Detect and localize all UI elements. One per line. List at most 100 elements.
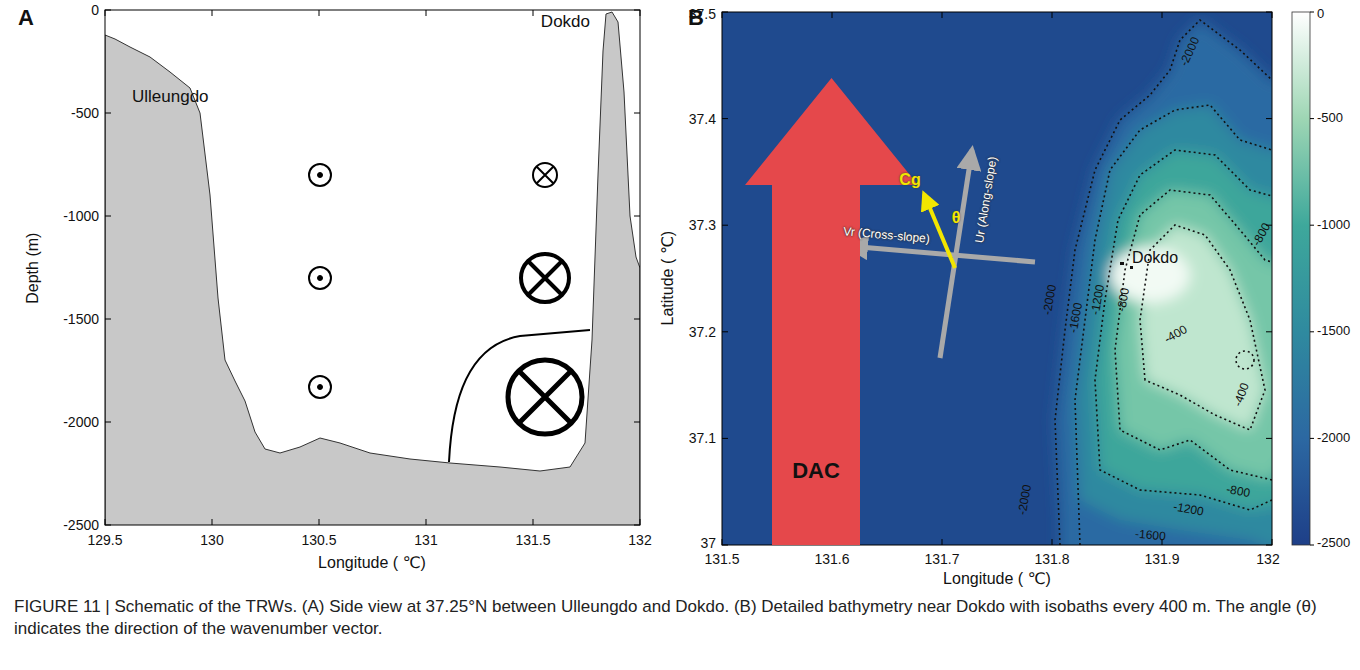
tick-label: 131.5 bbox=[704, 551, 739, 567]
island-name: Dokdo bbox=[541, 12, 590, 32]
colorbar-tick: -2000 bbox=[1317, 431, 1350, 446]
tick-label: 129.5 bbox=[87, 532, 122, 548]
tick bbox=[722, 225, 728, 226]
axis-title: Longitude ( ℃) bbox=[318, 554, 426, 572]
tick bbox=[1162, 12, 1163, 18]
tick bbox=[1266, 12, 1272, 13]
tick-label: -2000 bbox=[63, 414, 99, 430]
vector-label: Cg bbox=[899, 171, 920, 189]
flow-in-symbol bbox=[533, 163, 557, 187]
isobath-label: -1600 bbox=[1134, 528, 1166, 544]
tick bbox=[105, 216, 111, 217]
tick bbox=[942, 539, 943, 545]
tick-label: -2500 bbox=[63, 517, 99, 533]
panel-letter: A bbox=[18, 5, 34, 30]
island-rocks bbox=[1120, 262, 1133, 269]
tick-label: 132 bbox=[628, 532, 651, 548]
flow-out-symbol bbox=[309, 376, 331, 398]
tick-label: 37.4 bbox=[689, 111, 716, 127]
tick bbox=[1266, 331, 1272, 332]
isobath bbox=[1055, 20, 1272, 545]
tick bbox=[1310, 331, 1314, 332]
tick bbox=[1310, 12, 1314, 13]
tick-label: 130.5 bbox=[301, 532, 336, 548]
tick bbox=[1266, 118, 1272, 119]
colorbar-ticks bbox=[1310, 12, 1314, 545]
dac-arrow: DAC bbox=[745, 78, 918, 545]
angle-label: θ bbox=[952, 209, 961, 227]
tick-label: 131.5 bbox=[515, 532, 550, 548]
tick-label: 132 bbox=[1256, 551, 1279, 567]
tick bbox=[105, 519, 106, 525]
along-slope-axis bbox=[940, 150, 972, 358]
side-view bbox=[105, 10, 640, 525]
tick bbox=[634, 422, 640, 423]
axes-frame bbox=[105, 10, 640, 525]
isobath bbox=[1115, 190, 1272, 480]
out-of-page-symbols bbox=[309, 164, 331, 398]
cross-slope-axis bbox=[848, 246, 1035, 262]
island-name: Dokdo bbox=[1132, 249, 1178, 267]
depth-band bbox=[1095, 150, 1272, 510]
flow-in-cross bbox=[519, 371, 571, 423]
tick bbox=[533, 519, 534, 525]
tick bbox=[634, 10, 640, 11]
tick-label: 131.7 bbox=[924, 551, 959, 567]
tick bbox=[1266, 438, 1272, 439]
tick bbox=[1310, 438, 1314, 439]
axis-ticks bbox=[722, 12, 1272, 545]
tick bbox=[640, 10, 641, 16]
tick bbox=[105, 422, 111, 423]
tick bbox=[105, 10, 111, 11]
tick-label: 0 bbox=[91, 2, 99, 18]
flow-in-symbol bbox=[508, 360, 582, 434]
tick bbox=[832, 12, 833, 18]
tick-label: 131.6 bbox=[814, 551, 849, 567]
tick bbox=[426, 10, 427, 16]
tick bbox=[1272, 539, 1273, 545]
tick bbox=[634, 525, 640, 526]
tick bbox=[1266, 545, 1272, 546]
colorbar-tick: -500 bbox=[1317, 111, 1343, 126]
axis-title: Depth (m) bbox=[25, 232, 43, 303]
tick-label: 37.5 bbox=[689, 6, 716, 22]
colorbar-tick: 0 bbox=[1317, 7, 1324, 22]
isobath bbox=[1095, 150, 1272, 510]
tick bbox=[319, 519, 320, 525]
axes-frame bbox=[722, 12, 1272, 545]
tick bbox=[105, 319, 111, 320]
tick-label: 130 bbox=[200, 532, 223, 548]
depth-band bbox=[1055, 20, 1272, 545]
depth-band bbox=[1115, 190, 1272, 480]
arrow-body bbox=[745, 78, 918, 545]
tick bbox=[634, 113, 640, 114]
seafloor-profile bbox=[105, 12, 640, 525]
flow-out-dot bbox=[318, 276, 323, 281]
tick bbox=[1310, 225, 1314, 226]
tick-label: 37.3 bbox=[689, 217, 716, 233]
figure-caption: FIGURE 11 | Schematic of the TRWs. (A) S… bbox=[14, 596, 1344, 640]
tick bbox=[1310, 118, 1314, 119]
depth-band bbox=[1075, 105, 1272, 545]
tick bbox=[212, 10, 213, 16]
tick bbox=[722, 331, 728, 332]
tick-label: 37.1 bbox=[689, 430, 716, 446]
colorbar-tick: -2500 bbox=[1317, 536, 1350, 551]
flow-out-dot bbox=[318, 385, 323, 390]
tick bbox=[1052, 539, 1053, 545]
trapped-region-curve bbox=[449, 330, 590, 462]
axis-title: Latitude ( ℃) bbox=[659, 231, 677, 325]
tick bbox=[105, 525, 111, 526]
colorbar-tick: -1000 bbox=[1317, 218, 1350, 233]
tick bbox=[942, 12, 943, 18]
flow-out-symbol bbox=[309, 267, 331, 289]
tick-label: 131 bbox=[414, 532, 437, 548]
flow-out-dot bbox=[318, 173, 323, 178]
tick bbox=[722, 12, 728, 13]
island-name: Ulleungdo bbox=[132, 87, 209, 107]
flow-in-cross bbox=[537, 167, 554, 184]
tick bbox=[722, 438, 728, 439]
flow-out-symbol bbox=[309, 164, 331, 186]
flow-in-symbol bbox=[521, 254, 569, 302]
colorbar bbox=[1292, 12, 1310, 545]
